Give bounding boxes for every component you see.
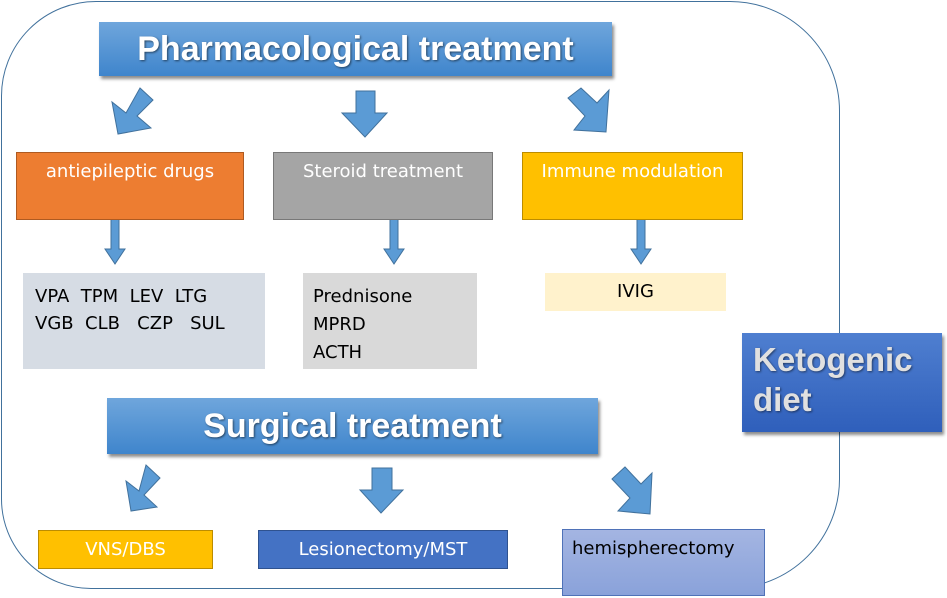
steroid-item: Prednisone — [313, 286, 413, 307]
antiepileptic-drugs-box: antiepileptic drugs — [16, 152, 244, 220]
lesionectomy-mst-box: Lesionectomy/MST — [258, 530, 508, 569]
steroid-item: MPRD — [313, 314, 366, 335]
steroid-list: Prednisone MPRD ACTH — [303, 273, 477, 369]
surgical-treatment-banner: Surgical treatment — [107, 398, 598, 454]
ketogenic-line-2: diet — [753, 381, 812, 418]
antiepileptic-drug-list: VPA TPM LEV LTG VGB CLB CZP SUL — [23, 273, 265, 369]
immune-item: IVIG — [617, 281, 654, 302]
ketogenic-diet-box: Ketogenic diet — [742, 333, 942, 432]
steroid-item: ACTH — [313, 342, 363, 363]
vns-dbs-box: VNS/DBS — [38, 530, 213, 569]
immune-modulation-box: Immune modulation — [522, 152, 743, 220]
ketogenic-line-1: Ketogenic — [753, 341, 913, 378]
steroid-treatment-box: Steroid treatment — [273, 152, 493, 220]
treatment-group-outline — [1, 1, 840, 589]
pharmacological-treatment-banner: Pharmacological treatment — [99, 22, 612, 76]
hemispherectomy-box: hemispherectomy — [562, 529, 765, 596]
immune-list: IVIG — [545, 273, 726, 311]
drug-row: VGB CLB CZP SUL — [35, 313, 225, 334]
drug-row: VPA TPM LEV LTG — [35, 286, 208, 307]
